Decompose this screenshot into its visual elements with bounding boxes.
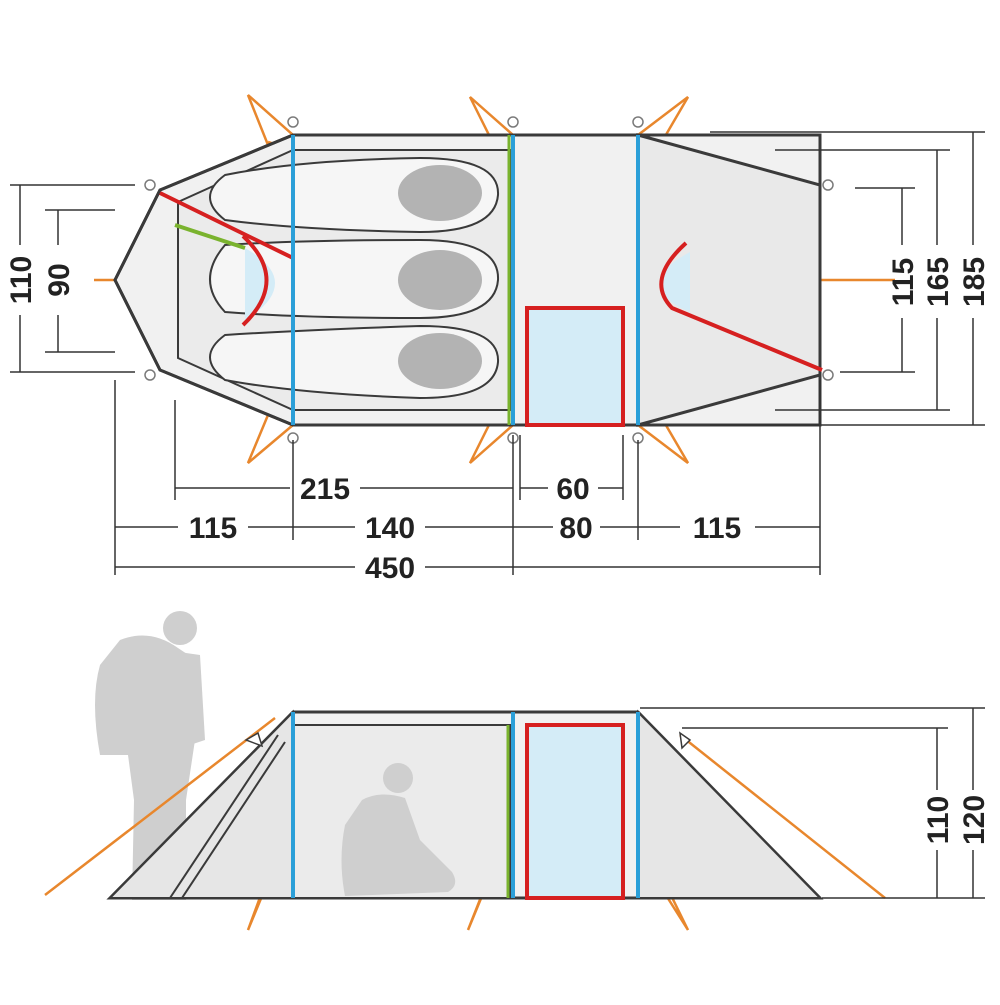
dim-inner-length: 215 (300, 473, 350, 506)
side-height-labels: 110 120 (922, 795, 991, 845)
dim-front-width-inner: 90 (43, 263, 76, 296)
top-height-dimension-lines-right (710, 131, 985, 426)
dim-outer-height: 120 (958, 795, 991, 845)
dim-inner-height: 110 (922, 796, 955, 844)
dim-rear-width: 115 (887, 258, 920, 306)
top-width-dimension-lines (114, 380, 821, 575)
dim-front-vestibule: 115 (189, 512, 237, 545)
side-poles (291, 712, 640, 898)
dim-door-width: 60 (556, 473, 589, 506)
side-dimension-lines (640, 707, 985, 899)
dim-inner-width: 165 (922, 257, 955, 307)
side-view: 110 120 (44, 611, 991, 931)
dim-outer-width: 185 (958, 257, 991, 307)
top-height-labels-right: 115 165 185 (887, 257, 991, 307)
rear-window-top (660, 252, 690, 312)
side-door-top (525, 306, 625, 427)
top-height-dimension-lines-left (10, 184, 135, 373)
front-door-zip-top (159, 191, 294, 327)
top-poles (291, 135, 640, 425)
sitting-person-icon (341, 763, 456, 896)
sleeping-bag-hoods (398, 165, 482, 389)
dim-inner-section: 140 (365, 512, 415, 545)
top-pegs (144, 116, 834, 444)
front-window-top (245, 248, 275, 320)
dim-front-width-outer: 110 (5, 256, 38, 304)
rear-door-zip-top (659, 241, 823, 372)
green-strip-top (174, 223, 246, 250)
side-door-side (525, 723, 625, 900)
top-view: 215 60 115 140 80 115 450 110 90 115 165… (5, 94, 991, 585)
top-height-labels-left: 110 90 (5, 256, 76, 304)
top-width-labels: 215 60 115 140 80 115 450 (189, 473, 741, 585)
rear-panel-side (637, 709, 823, 899)
dim-middle-section: 80 (559, 512, 592, 545)
dim-rear-vestibule: 115 (693, 512, 741, 545)
dim-total-length: 450 (365, 552, 415, 585)
